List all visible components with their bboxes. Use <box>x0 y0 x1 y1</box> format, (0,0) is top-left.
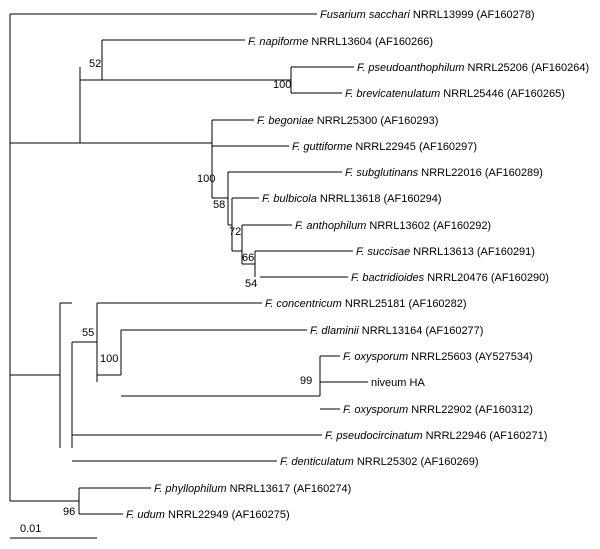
taxon-label: F. anthophilum NRRL13602 (AF160292) <box>295 220 491 232</box>
taxon-label: F. phyllophilum NRRL13617 (AF160274) <box>154 483 351 495</box>
bootstrap-values: 52 100 100 58 72 66 54 55 100 99 96 <box>63 58 312 518</box>
bootstrap-value: 58 <box>213 199 225 211</box>
taxon-label: F. brevicatenulatum NRRL25446 (AF160265) <box>345 88 565 100</box>
bootstrap-value: 100 <box>197 173 215 185</box>
bootstrap-value: 100 <box>100 353 118 365</box>
taxon-label: niveum HA <box>371 377 425 389</box>
tree-branches <box>9 13 368 515</box>
taxon-label: F. pseudocircinatum NRRL22946 (AF160271) <box>325 430 547 442</box>
taxon-label: F. udum NRRL22949 (AF160275) <box>126 509 290 521</box>
taxon-label: F. bulbicola NRRL13618 (AF160294) <box>262 193 442 205</box>
taxon-label: F. oxysporum NRRL25603 (AY527534) <box>343 351 533 363</box>
bootstrap-value: 55 <box>82 327 94 339</box>
scale-bar-label: 0.01 <box>20 523 41 535</box>
taxon-label: F. bactridioides NRRL20476 (AF160290) <box>351 272 549 284</box>
taxon-label: F. guttiforme NRRL22945 (AF160297) <box>292 141 477 153</box>
taxon-label: F. succisae NRRL13613 (AF160291) <box>356 246 535 258</box>
taxon-labels: Fusarium sacchari NRRL13999 (AF160278) F… <box>126 9 589 521</box>
bootstrap-value: 54 <box>245 278 257 290</box>
taxon-label: F. begoniae NRRL25300 (AF160293) <box>257 115 438 127</box>
bootstrap-value: 100 <box>273 79 291 91</box>
taxon-label: Fusarium sacchari NRRL13999 (AF160278) <box>320 9 535 21</box>
taxon-label: F. oxysporum NRRL22902 (AF160312) <box>343 404 533 416</box>
taxon-label: F. napiforme NRRL13604 (AF160266) <box>248 36 433 48</box>
bootstrap-value: 52 <box>89 58 101 70</box>
bootstrap-value: 72 <box>229 226 241 238</box>
bootstrap-value: 99 <box>300 375 312 387</box>
bootstrap-value: 96 <box>63 506 75 518</box>
taxon-label: F. denticulatum NRRL25302 (AF160269) <box>280 456 479 468</box>
scale-bar: 0.01 <box>10 523 97 539</box>
bootstrap-value: 66 <box>242 252 254 264</box>
taxon-label: F. dlaminii NRRL13164 (AF160277) <box>310 325 483 337</box>
taxon-label: F. pseudoanthophilum NRRL25206 (AF160264… <box>357 62 589 74</box>
taxon-label: F. subglutinans NRRL22016 (AF160289) <box>345 167 543 179</box>
taxon-label: F. concentricum NRRL25181 (AF160282) <box>265 298 467 310</box>
